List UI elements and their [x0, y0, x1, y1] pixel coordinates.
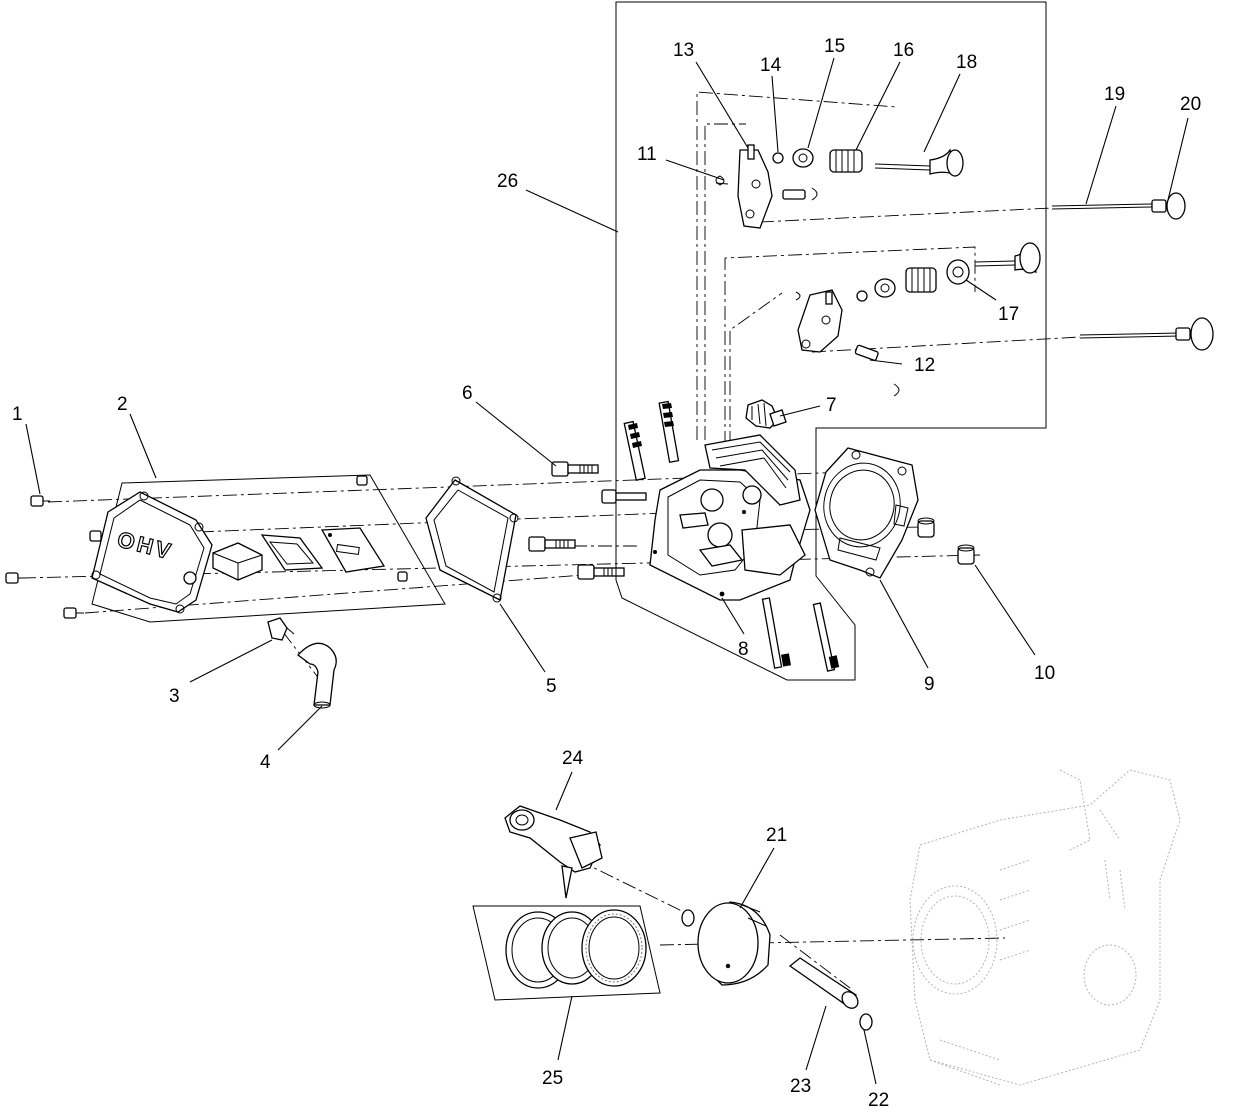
spring-retainer-upper [792, 148, 814, 168]
push-rod-upper [1051, 203, 1153, 210]
callout-1: 1 [12, 404, 23, 425]
spring-retainer-lower [874, 278, 896, 298]
piston-pin [788, 957, 859, 1009]
rocker-pivot-pin-upper [782, 187, 818, 201]
callout-23: 23 [790, 1076, 811, 1097]
head-stud-lower-2 [812, 602, 840, 672]
head-bolt-4 [577, 564, 625, 580]
breather-fitting [267, 617, 295, 641]
push-rod-lower [1079, 332, 1181, 339]
head-bolt-3 [528, 536, 576, 552]
callout-21: 21 [766, 825, 787, 846]
valve-spring-lower [905, 267, 937, 293]
valve-train-frame [615, 1, 1047, 681]
cover-bolt-3 [5, 572, 24, 584]
connecting-rod [504, 805, 603, 899]
callout-26: 26 [497, 171, 518, 192]
breather-hose [297, 642, 337, 709]
callout-12: 12 [914, 355, 935, 376]
callout-10: 10 [1034, 663, 1055, 684]
callout-25: 25 [542, 1068, 563, 1089]
breather-gasket [260, 534, 324, 571]
dowel-pin-upper [917, 517, 935, 538]
piston-rings [505, 909, 647, 989]
callout-22: 22 [868, 1090, 889, 1111]
callout-18: 18 [956, 52, 977, 73]
cylinder-head [649, 434, 811, 601]
head-stud-left [623, 420, 646, 481]
callout-3: 3 [169, 686, 180, 707]
rocker-pivot-pin-lower [854, 344, 900, 397]
callout-20: 20 [1180, 94, 1201, 115]
callout-11: 11 [637, 144, 657, 165]
breather-plate [320, 527, 386, 573]
rocker-cover-kit-frame [91, 474, 446, 623]
valve-cap-lower [856, 290, 868, 302]
head-bolt-2 [601, 489, 647, 504]
dowel-pin-lower [957, 544, 975, 565]
leader-lines [25, 57, 1189, 1085]
callout-17: 17 [998, 304, 1019, 325]
rocker-arm-upper [737, 144, 773, 229]
callout-4: 4 [260, 752, 271, 773]
exhaust-valve [974, 242, 1041, 274]
callout-2: 2 [117, 394, 128, 415]
valve-stem-seal [946, 259, 970, 285]
rocker-retainer-upper [715, 175, 729, 186]
intake-valve [874, 148, 964, 177]
callout-labels: 1 2 3 4 5 6 7 8 9 10 11 12 13 14 15 16 1… [12, 36, 1201, 1111]
rocker-cover-gasket [425, 476, 519, 603]
cover-bolt-4 [63, 607, 84, 619]
valve-spring-upper [829, 149, 863, 173]
callout-7: 7 [826, 395, 837, 416]
callout-15: 15 [824, 36, 845, 57]
callout-19: 19 [1104, 84, 1125, 105]
callout-14: 14 [760, 55, 782, 76]
spark-plug [745, 399, 787, 429]
callout-8: 8 [738, 639, 749, 660]
callout-9: 9 [924, 674, 935, 695]
rocker-arm-lower [797, 289, 843, 353]
head-bolt-upper [551, 461, 599, 477]
callout-16: 16 [893, 40, 914, 61]
valve-cap-upper [772, 152, 784, 164]
head-stud-lower-1 [761, 597, 791, 669]
piston-ring-set-frame [472, 905, 661, 1001]
valve-lifter-lower [1175, 317, 1214, 351]
head-gasket [814, 447, 919, 579]
cover-bolt-5 [356, 475, 368, 486]
rocker-cover: OHV [91, 491, 213, 614]
callout-24: 24 [562, 748, 584, 769]
piston-pin-clip [859, 1013, 873, 1031]
engine-block [909, 769, 1181, 1086]
cover-bolt-6 [397, 571, 408, 582]
valve-lifter-upper [1151, 192, 1186, 220]
callout-5: 5 [546, 676, 557, 697]
cover-bolt-2 [89, 530, 102, 542]
piston-clip-left [681, 909, 695, 927]
breather-filter-block [212, 542, 263, 581]
head-stud-right [658, 400, 680, 463]
rocker-retainer-lower [795, 291, 801, 301]
callout-6: 6 [462, 383, 473, 404]
callout-13: 13 [673, 40, 694, 61]
piston [697, 901, 771, 986]
cover-bolt-1 [30, 495, 50, 507]
